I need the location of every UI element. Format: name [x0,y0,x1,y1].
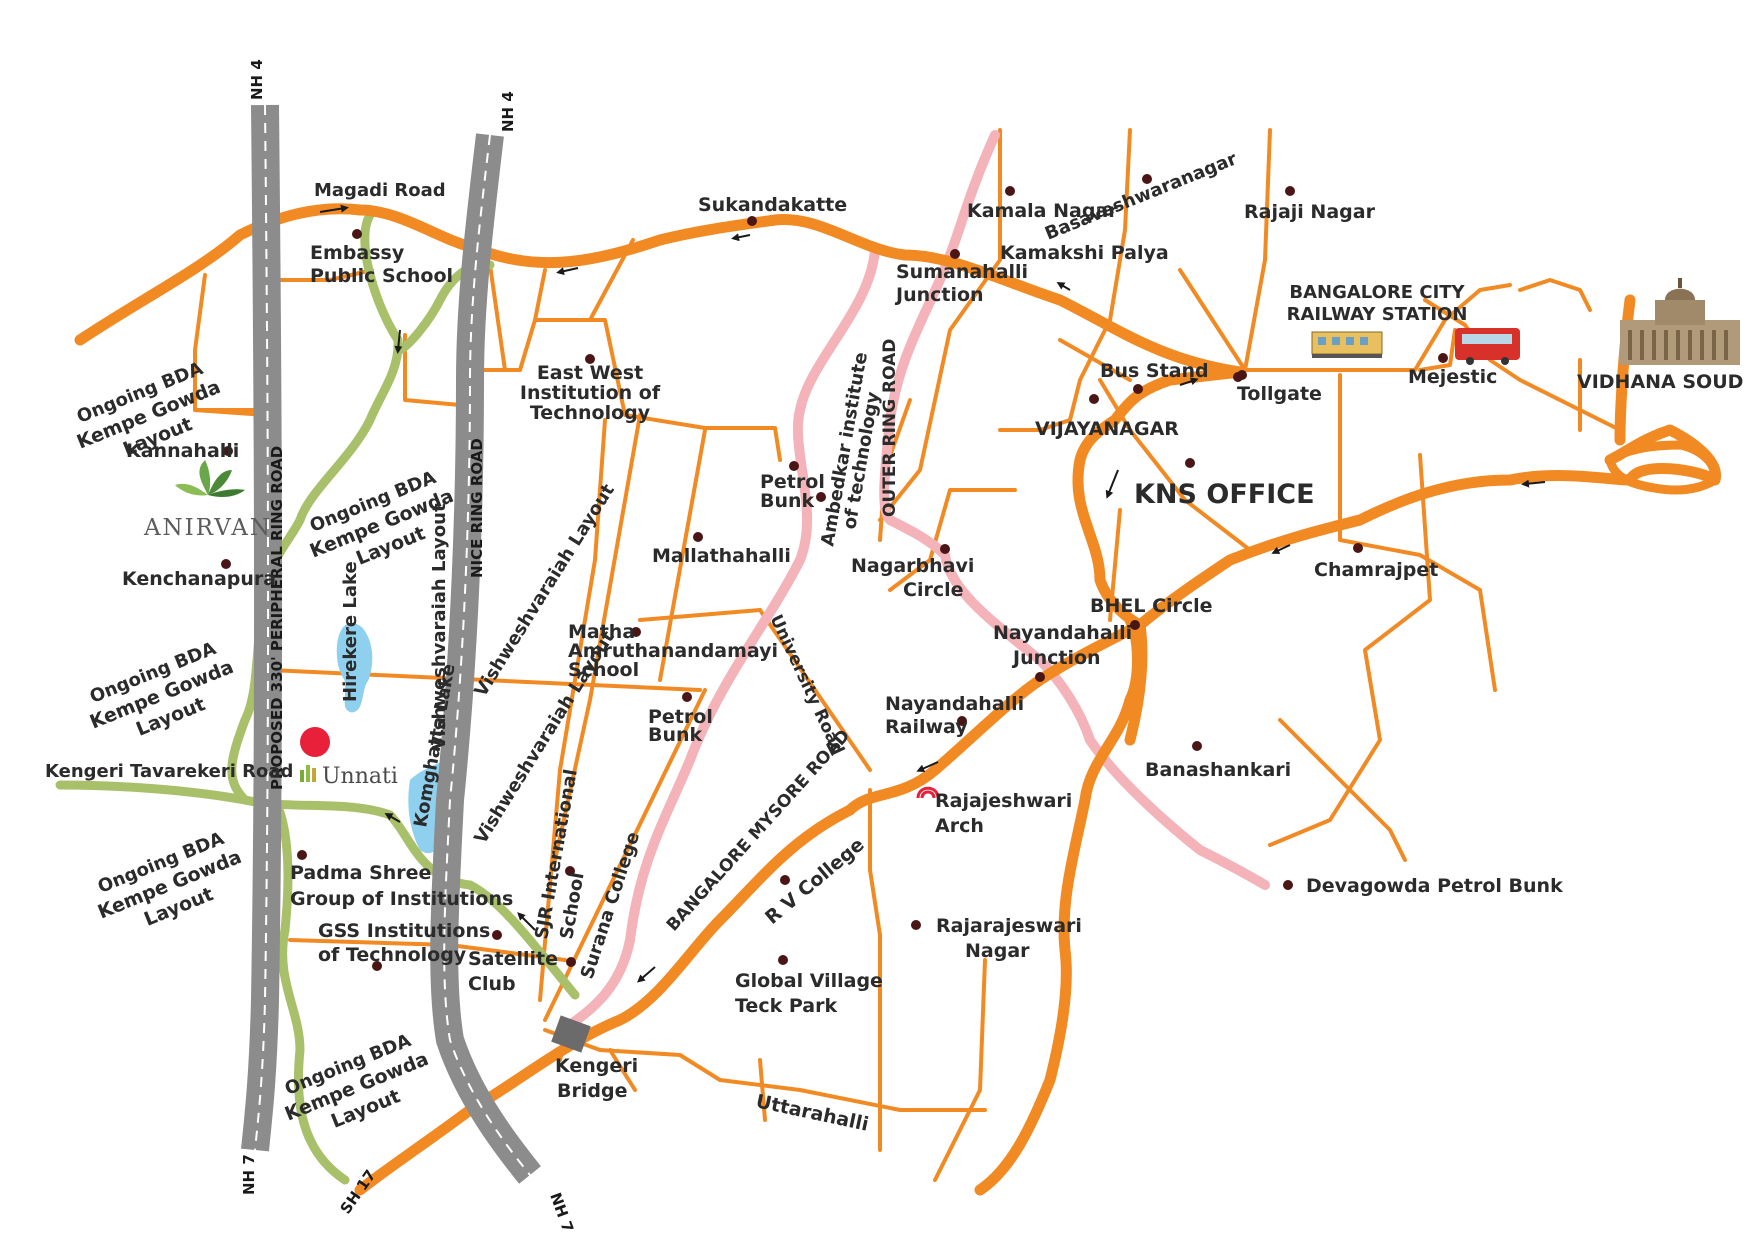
banashankari-label: Banashankari [1145,759,1291,781]
padma-label-1: Padma Shree [290,862,431,884]
gss-label-2: of Technology [318,944,467,966]
global-village-label-1: Global Village [735,970,883,992]
nagarbhavi-label-1: Nagarbhavi [851,555,974,577]
devagowda-label: Devagowda Petrol Bunk [1306,875,1563,897]
kamakshi-palya-label: Kamakshi Palya [1000,242,1169,264]
pink-roads [565,130,1270,1030]
embassy-label-2: Public School [310,265,453,287]
nayandahalli-junction-label-1: Nayandahalli [993,622,1132,644]
satellite-club-label-1: Satellite [468,948,558,970]
rajaji-nagar-label: Rajaji Nagar [1244,201,1376,223]
padma-label-2: Group of Institutions [290,888,513,910]
nayandahalli-railway-label-2: Railway [885,716,968,738]
train-icon [1311,331,1383,358]
railway-station-label-2: RAILWAY STATION [1287,304,1468,325]
vidhana-soudha-icon [1620,278,1740,365]
petrol-bunk-2-label-2: Bunk [648,724,703,746]
mallathahalli-label: Mallathahalli [652,545,791,567]
hirekere-lake [336,623,373,713]
satellite-club-label-2: Club [468,973,516,995]
petrol-bunk-2-label-1: Petrol [648,706,713,728]
bhel-circle-label: BHEL Circle [1090,595,1213,617]
embassy-label-1: Embassy [310,242,405,264]
hirekere-lake-label: Hirekere Lake [340,561,361,702]
nagarbhavi-label-2: Circle [903,579,964,601]
global-village-label-2: Teck Park [735,995,837,1017]
kenchanapura-label: Kenchanapura [122,568,276,590]
nayandahalli-junction-label-2: Junction [1011,647,1101,669]
petrol-bunk-1-label-2: Bunk [760,490,815,512]
unnati-brand: Unnati [322,764,398,789]
rajarajeswari-label-1: Rajarajeswari [936,915,1082,937]
kannahalli-label: Kannahalli [126,440,239,462]
vishweshvaraiah-layout-2: Vishweshvaraiah Layout [429,503,450,750]
kengeri-bridge-icon [551,1015,591,1053]
anirvan-logo: ANIRVAN [143,460,272,541]
railway-station-label-1: BANGALORE CITY [1289,282,1465,303]
nh4-right-label: NH 4 [499,91,517,132]
gss-label-1: GSS Institutions [318,920,490,942]
nayandahalli-railway-label-1: Nayandahalli [885,693,1024,715]
project-location-marker [300,727,330,757]
anirvan-brand: ANIRVAN [143,515,272,541]
vijayanagar-label: VIJAYANAGAR [1035,418,1179,440]
kengeri-tavarekeri-road-label: Kengeri Tavarekeri Road [45,761,293,782]
nh4-left-label: NH 4 [248,59,266,100]
rajajeshwari-arch-label-2: Arch [935,815,984,837]
nh7-left-label: NH 7 [240,1154,258,1195]
east-west-label-1: East West [537,362,643,384]
kns-office-label: KNS OFFICE [1134,479,1315,510]
basaveshwaranagar-label: Basaveshwaranagar [1042,148,1240,244]
bda-layout-3: Ongoing BDA Kempe Gowda Layout [87,638,237,741]
landmark-dots [221,174,1448,971]
arch-icon [916,786,940,799]
east-west-label-3: Technology [530,402,651,424]
uttarahalli-label: Uttarahalli [754,1090,871,1135]
petrol-bunk-1-label-1: Petrol [760,471,825,493]
tollgate-label: Tollgate [1237,383,1322,405]
leaf-icon [175,460,245,498]
bus-icon [1455,328,1520,365]
sumanahalli-label-1: Sumanahalli [896,261,1028,283]
matha-label-2: Amruthanandamayi [568,640,778,662]
east-west-label-2: Institution of [520,382,661,404]
kamala-nagar-label: Kamala Nagar [967,200,1118,222]
sumanahalli-label-2: Junction [894,284,984,306]
bus-stand-label: Bus Stand [1100,360,1209,382]
rajarajeswari-label-2: Nagar [965,940,1030,962]
mejestic-label: Mejestic [1408,366,1497,388]
unnati-logo: Unnati [300,764,398,789]
sukandakatte-label: Sukandakatte [698,194,847,216]
rajajeshwari-arch-label-1: Rajajeshwari [935,790,1072,812]
matha-label-3: School [568,659,639,681]
matha-label-1: Matha [568,621,635,643]
chamrajpet-label: Chamrajpet [1314,559,1438,581]
direction-arrows [319,204,1546,983]
nh7-right-label: NH 7 [546,1190,577,1234]
nice-ring-road-label: NICE RING ROAD [468,438,486,578]
highway-nice-ring [430,133,541,1184]
highway-peripheral [241,104,283,1152]
peripheral-ring-road-label: PROPOSED 330' PERIPHERAL RING ROAD [268,446,286,790]
magadi-road-label: Magadi Road [314,180,446,201]
vidhana-loop [1604,440,1721,495]
outer-ring-road-label: OUTER RING ROAD [880,339,900,517]
bda-layout-4: Ongoing BDA Kempe Gowda Layout [95,828,245,931]
kengeri-bridge-label-1: Kengeri [555,1055,638,1077]
rv-college-label: R V College [761,834,869,929]
vidhana-soudha-label: VIDHANA SOUDHA [1577,371,1745,393]
kengeri-bridge-label-2: Bridge [557,1080,627,1102]
